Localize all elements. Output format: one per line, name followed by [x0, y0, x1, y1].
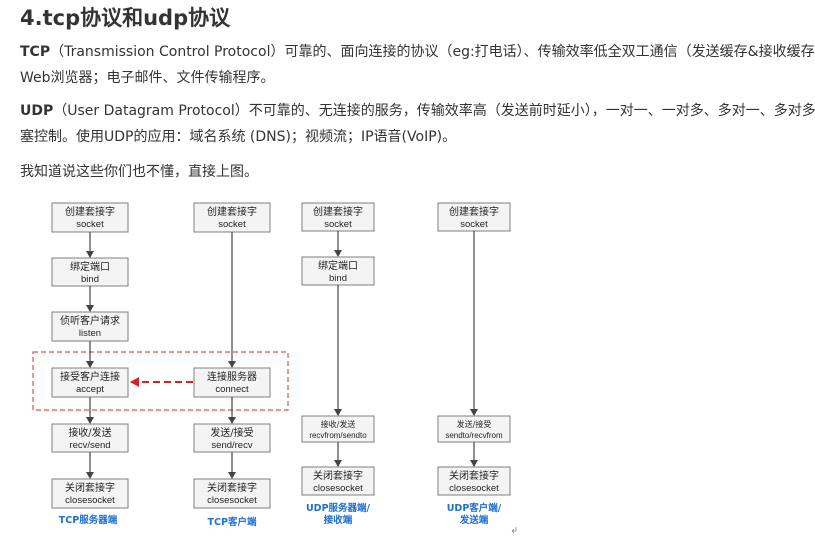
tcp-server-recv-send-cn: 接收/发送 — [68, 426, 111, 439]
tcp-client-socket-box: 创建套接字 socket — [193, 202, 271, 233]
udp-server-caption-line-2: 接收端 — [324, 514, 353, 526]
udp-server-bind-cn: 绑定端口 — [318, 259, 358, 272]
udp-server-column: 创建套接字 socket 绑定端口 bind 接收/发送 recvfrom/se… — [301, 202, 375, 526]
tcp-line-1: （Transmission Control Protocol）可靠的、面向连接的… — [50, 44, 815, 60]
udp-client-sendto-recvfrom-box: 发送/接受 sendto/recvfrom — [437, 415, 511, 443]
tcp-server-accept-box: 接受客户连接 accept — [51, 367, 129, 398]
tcp-client-close-en: closesocket — [207, 495, 257, 506]
udp-client-close-box: 关闭套接字 closesocket — [437, 466, 511, 496]
udp-server-recvfrom-sendto-en: recvfrom/sendto — [309, 431, 367, 440]
tcp-term: TCP — [20, 44, 51, 60]
tcp-client-column: 创建套接字 socket 连接服务器 connect 发送/接受 send/re… — [193, 202, 271, 528]
udp-line-2: 塞控制。使用UDP的应用：域名系统 (DNS)；视频流；IP语音(VoIP)。 — [20, 129, 457, 145]
udp-client-socket-en: socket — [460, 219, 488, 230]
tcp-client-socket-cn: 创建套接字 — [207, 205, 257, 218]
tcp-client-socket-en: socket — [218, 219, 246, 230]
udp-server-recvfrom-sendto-cn: 接收/发送 — [321, 419, 356, 429]
udp-client-close-cn: 关闭套接字 — [449, 469, 499, 482]
tcp-client-connect-en: connect — [215, 384, 249, 395]
page-heading: 4.tcp协议和udp协议 — [20, 6, 231, 30]
note-paragraph: 我知道说这些你们也不懂，直接上图。 — [20, 164, 258, 180]
udp-server-close-box: 关闭套接字 closesocket — [301, 466, 375, 496]
return-mark-icon — [511, 527, 517, 534]
udp-server-bind-en: bind — [329, 273, 347, 284]
udp-client-sendto-recvfrom-en: sendto/recvfrom — [445, 431, 503, 440]
udp-server-socket-cn: 创建套接字 — [313, 205, 363, 218]
tcp-server-bind-cn: 绑定端口 — [70, 260, 110, 273]
tcp-server-accept-en: accept — [76, 384, 104, 395]
tcp-server-close-cn: 关闭套接字 — [65, 481, 115, 494]
tcp-line-2: Web浏览器；电子邮件、文件传输程序。 — [20, 70, 275, 86]
tcp-server-listen-box: 侦听客户请求 listen — [51, 311, 129, 342]
udp-server-bind-box: 绑定端口 bind — [301, 256, 375, 286]
udp-line-1: （User Datagram Protocol）不可靠的、无连接的服务，传输效率… — [53, 103, 815, 119]
handshake-dashed-frame — [32, 351, 289, 411]
tcp-client-close-cn: 关闭套接字 — [207, 481, 257, 494]
udp-client-socket-cn: 创建套接字 — [449, 205, 499, 218]
udp-paragraph: UDP（User Datagram Protocol）不可靠的、无连接的服务，传… — [20, 98, 815, 150]
udp-server-close-cn: 关闭套接字 — [313, 469, 363, 482]
tcp-server-bind-box: 绑定端口 bind — [51, 257, 129, 287]
tcp-server-accept-cn: 接受客户连接 — [60, 370, 120, 383]
udp-server-recvfrom-sendto-box: 接收/发送 recvfrom/sendto — [301, 415, 375, 443]
tcp-server-listen-en: listen — [79, 328, 101, 339]
udp-client-close-en: closesocket — [449, 483, 499, 494]
tcp-server-close-en: closesocket — [65, 495, 115, 506]
tcp-client-close-box: 关闭套接字 closesocket — [193, 478, 271, 509]
tcp-server-listen-cn: 侦听客户请求 — [60, 314, 120, 327]
tcp-client-send-recv-cn: 发送/接受 — [210, 426, 253, 439]
tcp-client-send-recv-box: 发送/接受 send/recv — [193, 423, 271, 453]
udp-client-caption-line-1: UDP客户端/ — [447, 502, 502, 514]
tcp-server-caption: TCP服务器端 — [59, 514, 118, 526]
udp-server-caption-line-1: UDP服务器端/ — [306, 502, 371, 514]
tcp-server-socket-en: socket — [76, 219, 104, 230]
udp-client-caption-line-2: 发送端 — [459, 514, 489, 526]
udp-term: UDP — [20, 103, 54, 119]
tcp-server-bind-en: bind — [81, 274, 99, 285]
udp-client-sendto-recvfrom-cn: 发送/接受 — [457, 419, 492, 429]
udp-server-socket-en: socket — [324, 219, 352, 230]
tcp-server-recv-send-en: recv/send — [69, 440, 110, 451]
tcp-client-connect-cn: 连接服务器 — [207, 370, 257, 383]
udp-client-socket-box: 创建套接字 socket — [437, 202, 511, 232]
udp-server-close-en: closesocket — [313, 483, 363, 494]
tcp-server-column: 创建套接字 socket 绑定端口 bind 侦听客户请求 listen 接受客… — [51, 202, 129, 526]
tcp-client-caption: TCP客户端 — [208, 516, 257, 528]
tcp-client-send-recv-en: send/recv — [211, 440, 252, 451]
tcp-server-socket-box: 创建套接字 socket — [51, 202, 129, 233]
udp-server-socket-box: 创建套接字 socket — [301, 202, 375, 232]
tcp-server-close-box: 关闭套接字 closesocket — [51, 478, 129, 509]
udp-client-column: 创建套接字 socket 发送/接受 sendto/recvfrom 关闭套接字… — [437, 202, 511, 526]
tcp-server-socket-cn: 创建套接字 — [65, 205, 115, 218]
tcp-paragraph: TCP（Transmission Control Protocol）可靠的、面向… — [20, 39, 815, 91]
tcp-client-connect-box: 连接服务器 connect — [193, 367, 271, 398]
tcp-server-recv-send-box: 接收/发送 recv/send — [51, 423, 129, 453]
